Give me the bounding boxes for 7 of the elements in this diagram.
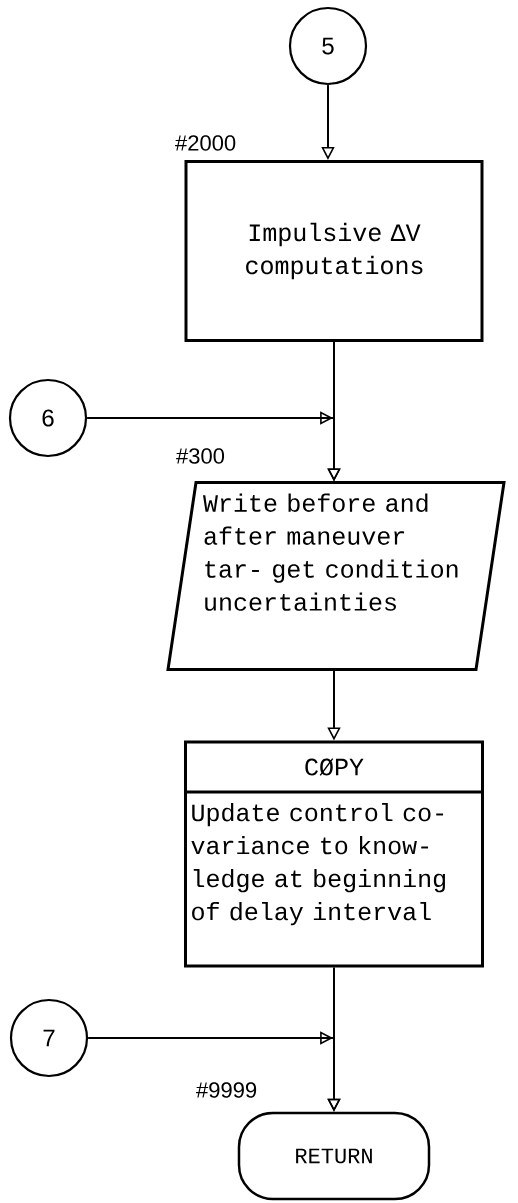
terminal-box: RETURN	[237, 1111, 431, 1201]
process-box: Impulsive ΔV computations	[184, 160, 484, 342]
entry-label: #2000	[175, 135, 236, 151]
entry-label: #9999	[196, 1082, 257, 1098]
data-parallelogram: Write before and after maneuver tar- get condition uncertainties	[166, 481, 506, 671]
entry-label: #300	[176, 448, 225, 464]
predefined-process-box: CØPY Update control co- variance to know- ledge at beginning of delay interval	[184, 740, 484, 968]
